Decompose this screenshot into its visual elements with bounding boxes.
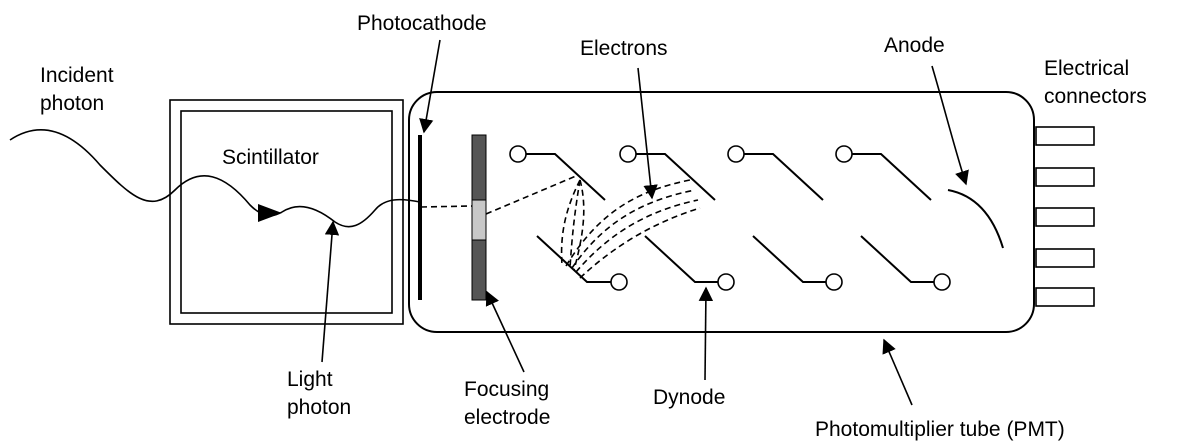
scintillator-crystal <box>169 99 404 325</box>
incident-photon-path <box>9 129 421 228</box>
dynodes-bottom <box>536 235 951 291</box>
label-electrons: Electrons <box>580 37 668 60</box>
anode <box>947 189 1004 249</box>
label-focusing-electrode: Focusing electrode <box>464 378 555 429</box>
label-electrical-connectors: Electrical connectors <box>1044 57 1147 108</box>
dynode-arrow <box>698 286 714 381</box>
focusing-electrode-arrow <box>485 290 525 373</box>
electrons-arrow <box>637 67 658 200</box>
label-anode: Anode <box>884 34 945 57</box>
electron-beams <box>485 175 701 279</box>
pmt-tube-body <box>408 91 1035 333</box>
label-photocathode: Photocathode <box>357 12 487 35</box>
photocathode-arrow <box>419 39 441 134</box>
electrical-connector-pins <box>1035 126 1095 307</box>
label-light-photon: Light photon <box>287 368 351 419</box>
label-dynode: Dynode <box>653 386 725 409</box>
pointer-arrows <box>321 39 969 406</box>
label-scintillator: Scintillator <box>222 146 319 169</box>
label-pmt: Photomultiplier tube (PMT) <box>815 418 1065 441</box>
focusing-electrode <box>471 134 487 301</box>
incident-photon-arrowhead <box>258 204 282 222</box>
anode-arrow <box>931 65 969 186</box>
label-incident-photon: Incident photon <box>40 64 119 115</box>
photon-dashed-path <box>420 205 473 208</box>
dynodes-top <box>509 145 932 201</box>
light-photon-arrow <box>321 220 340 363</box>
pmt-arrow <box>882 338 913 406</box>
